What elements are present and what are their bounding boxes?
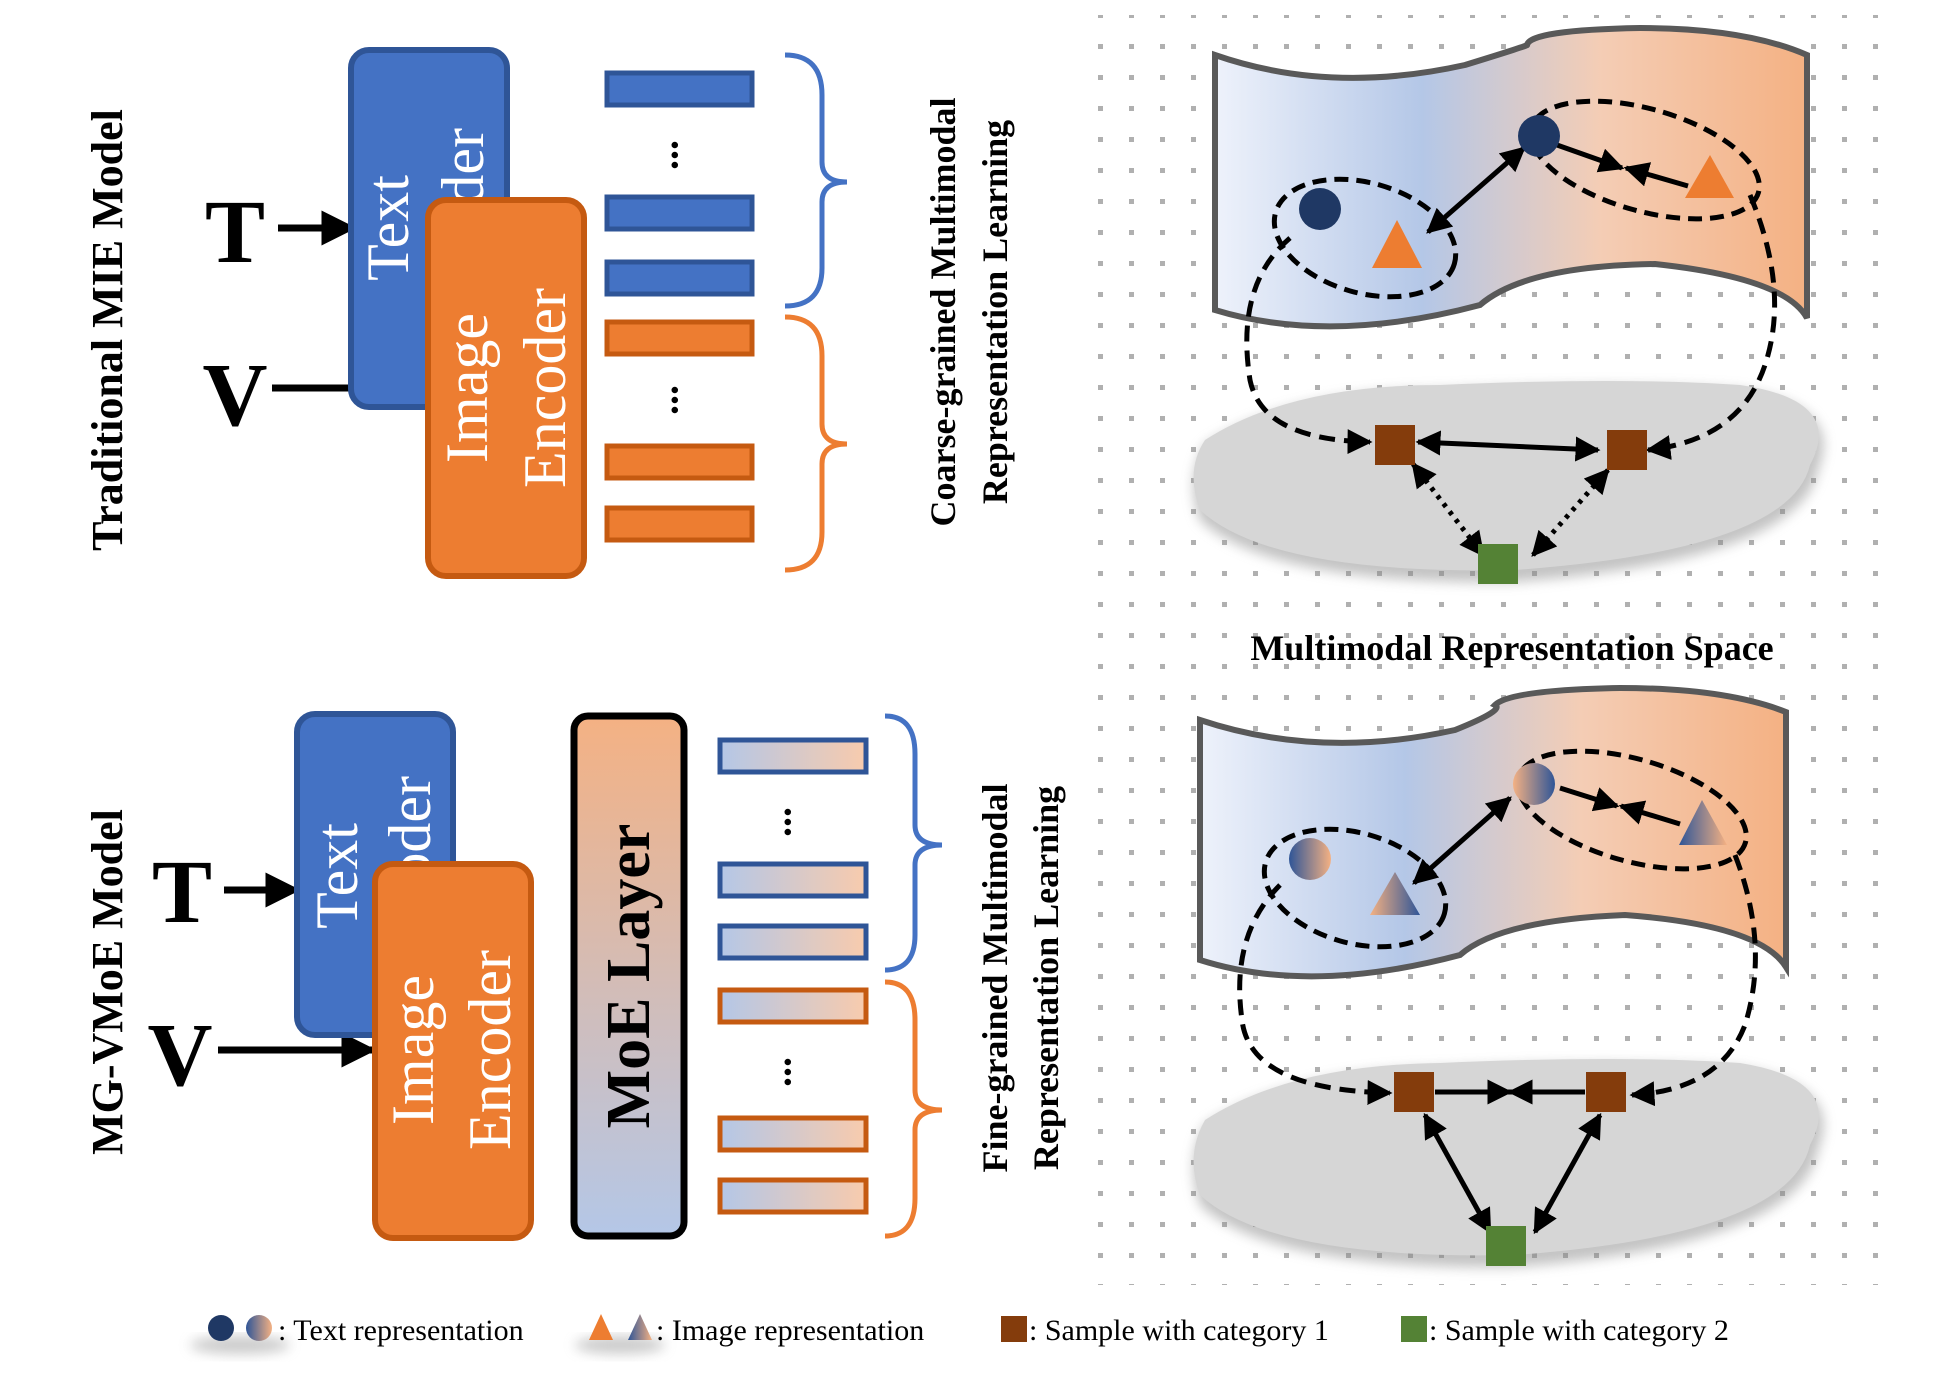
legend-shadow-1 bbox=[190, 1336, 290, 1354]
top-image-bar-1 bbox=[604, 319, 755, 357]
top-link-right-b bbox=[1623, 162, 1689, 189]
top-link-right-a bbox=[1556, 142, 1625, 173]
bottom-cluster-left bbox=[1261, 826, 1449, 950]
top-link-cat1 bbox=[1415, 430, 1601, 462]
legend-image-rep-icon-b bbox=[628, 1314, 652, 1340]
top-image-brace bbox=[784, 314, 848, 573]
bottom-text-rep-left bbox=[1289, 838, 1331, 880]
bottom-image-rep-right bbox=[1679, 800, 1727, 845]
bottom-moe-layer-label: MoE Layer bbox=[595, 824, 663, 1129]
bottom-link-cat1-cat2-right bbox=[1532, 1112, 1603, 1235]
top-image-rep-right bbox=[1685, 155, 1734, 198]
top-link-cross bbox=[1426, 146, 1526, 234]
top-dashed-right bbox=[1645, 194, 1778, 460]
top-image-dots: ... bbox=[663, 385, 708, 415]
bottom-image-rep-left bbox=[1370, 872, 1420, 915]
top-sample-cat1-left bbox=[1375, 425, 1415, 465]
bottom-sample-cat1-left bbox=[1394, 1072, 1434, 1112]
legend-text-rep-icon-b bbox=[246, 1315, 272, 1341]
top-image-encoder-line1: Image bbox=[434, 313, 500, 463]
bottom-moe-layer-box bbox=[570, 712, 688, 1240]
bottom-representation-space bbox=[1193, 684, 1824, 1268]
top-input-v: V bbox=[203, 346, 268, 445]
top-input-t: T bbox=[205, 183, 265, 282]
legend-text-rep-label: : Text representation bbox=[278, 1314, 524, 1347]
top-representation-space bbox=[1193, 24, 1824, 584]
space-label: Multimodal Representation Space bbox=[1250, 628, 1773, 668]
top-image-bar-2 bbox=[604, 443, 755, 481]
top-image-bar-3 bbox=[604, 505, 755, 543]
bottom-text-rep-right bbox=[1513, 763, 1555, 805]
top-image-encoder-line2: Encoder bbox=[512, 288, 578, 488]
legend-image-rep-label: : Image representation bbox=[656, 1314, 924, 1347]
legend: : Text representation : Image representa… bbox=[190, 1314, 1729, 1354]
bottom-text-bar-2 bbox=[717, 861, 869, 899]
bottom-dashed-right bbox=[1629, 854, 1758, 1107]
top-text-bar-2 bbox=[604, 194, 755, 232]
top-dashed-left bbox=[1244, 236, 1373, 455]
bottom-image-bar-1 bbox=[717, 987, 869, 1025]
bottom-text-dots: ... bbox=[776, 807, 821, 837]
bottom-image-encoder-line1: Image bbox=[380, 975, 446, 1125]
top-text-dots: ... bbox=[663, 140, 708, 170]
bottom-text-bar-1 bbox=[717, 737, 869, 775]
bottom-image-dots: ... bbox=[776, 1057, 821, 1087]
top-sample-cat1-right bbox=[1607, 430, 1647, 470]
legend-cat1-label: : Sample with category 1 bbox=[1029, 1314, 1329, 1347]
top-text-encoder-line1: Text bbox=[355, 175, 421, 281]
bottom-input-t: T bbox=[152, 843, 212, 942]
bottom-model-label: MG-VMoE Model bbox=[83, 809, 132, 1155]
top-learning-label-line2: Representation Learning bbox=[975, 120, 1015, 504]
bottom-text-encoder-line1: Text bbox=[304, 823, 370, 929]
bottom-link-cat1-cat2-left bbox=[1422, 1112, 1493, 1235]
top-text-rep-left bbox=[1299, 188, 1341, 230]
bottom-text-bar-3 bbox=[717, 923, 869, 961]
bottom-image-bar-3 bbox=[717, 1177, 869, 1215]
bottom-learning-label-line1: Fine-grained Multimodal bbox=[975, 784, 1015, 1173]
top-text-bar-3 bbox=[604, 259, 755, 297]
legend-shadow-2 bbox=[575, 1336, 665, 1354]
bottom-row: MG-VMoE Model T V Text Encoder Image Enc… bbox=[83, 711, 1066, 1241]
top-text-bar-1 bbox=[604, 70, 755, 108]
legend-cat1-icon bbox=[1001, 1316, 1027, 1342]
bottom-image-brace bbox=[884, 979, 943, 1239]
top-image-encoder-box bbox=[425, 197, 587, 579]
top-row: Traditional MIE Model T V Text Encoder I… bbox=[83, 47, 1015, 579]
bottom-sample-cat2 bbox=[1486, 1226, 1526, 1266]
top-sample-cat2 bbox=[1478, 544, 1518, 584]
legend-text-rep-icon-a bbox=[208, 1315, 234, 1341]
top-model-label: Traditional MIE Model bbox=[83, 109, 132, 551]
bottom-surface bbox=[1193, 1059, 1819, 1256]
bottom-sample-cat1-right bbox=[1586, 1072, 1626, 1112]
bottom-link-cross bbox=[1412, 796, 1512, 885]
bottom-image-encoder-line2: Encoder bbox=[457, 950, 523, 1150]
top-text-rep-right bbox=[1518, 115, 1560, 157]
bottom-link-right-a bbox=[1559, 785, 1620, 812]
bottom-image-encoder-box bbox=[372, 861, 534, 1241]
top-image-rep-left bbox=[1372, 220, 1422, 268]
bottom-dashed-left bbox=[1237, 883, 1393, 1106]
legend-image-rep-icon-a bbox=[589, 1314, 613, 1340]
top-surface bbox=[1193, 381, 1819, 571]
top-text-brace bbox=[784, 52, 848, 309]
bottom-text-brace bbox=[884, 713, 943, 973]
bottom-link-right-b bbox=[1618, 800, 1681, 827]
top-learning-label-line1: Coarse-grained Multimodal bbox=[923, 98, 963, 527]
legend-cat2-icon bbox=[1401, 1316, 1427, 1342]
bottom-image-bar-2 bbox=[717, 1115, 869, 1153]
bottom-learning-label-line2: Representation Learning bbox=[1026, 786, 1066, 1170]
bottom-input-v: V bbox=[148, 1006, 213, 1105]
top-cluster-left bbox=[1271, 176, 1459, 300]
legend-cat2-label: : Sample with category 2 bbox=[1429, 1314, 1729, 1347]
